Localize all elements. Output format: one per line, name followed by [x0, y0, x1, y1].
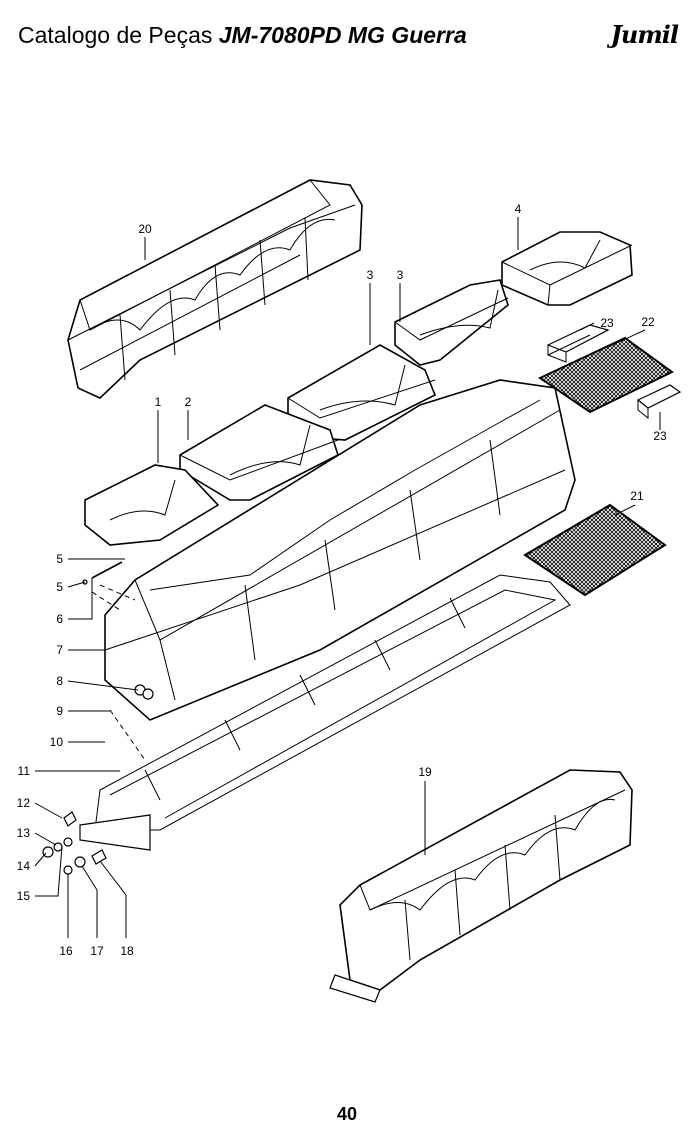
callout-20: 20 — [138, 222, 152, 236]
part-7-hopper-body — [104, 379, 576, 721]
part-22-screen — [537, 336, 674, 414]
callout-labels: 20 4 3 3 23 22 23 1 2 21 5 5 6 7 8 9 10 … — [17, 202, 667, 958]
callout-11: 11 — [18, 764, 31, 778]
callout-5b: 5 — [56, 580, 63, 594]
brand-logo: Jumil — [610, 20, 679, 49]
callout-18: 18 — [120, 944, 134, 958]
callout-13: 13 — [17, 826, 31, 840]
part-11-frame — [79, 574, 571, 851]
callout-5a: 5 — [56, 552, 63, 566]
hardware-nuts-8 — [109, 684, 154, 761]
hardware-pins-5-6 — [82, 561, 136, 611]
callout-4: 4 — [515, 202, 522, 216]
title-prefix: Catalogo de Peças — [18, 22, 219, 48]
callout-19: 19 — [418, 765, 432, 779]
page-header: Catalogo de Peças JM-7080PD MG Guerra Ju… — [18, 20, 679, 60]
part-19-hopper-assembly — [329, 769, 633, 1003]
part-23-bracket-top — [546, 324, 610, 363]
callout-14: 14 — [17, 859, 31, 873]
callout-21: 21 — [630, 489, 644, 503]
part-1-lid — [84, 464, 220, 546]
callout-2: 2 — [185, 395, 192, 409]
hardware-bolts-12-18 — [42, 811, 107, 875]
part-20-hopper-assembly — [67, 179, 363, 399]
callout-23a: 23 — [600, 316, 614, 330]
callout-9: 9 — [56, 704, 63, 718]
callout-3a: 3 — [367, 268, 374, 282]
title-model: JM-7080PD MG Guerra — [218, 22, 467, 48]
callout-12: 12 — [17, 796, 31, 810]
catalog-title: Catalogo de Peças JM-7080PD MG Guerra — [18, 20, 467, 50]
part-3-lid-rear — [394, 279, 509, 366]
part-21-screen — [523, 503, 667, 597]
callout-1: 1 — [155, 395, 162, 409]
part-4-lid — [501, 231, 633, 306]
callout-7: 7 — [56, 643, 63, 657]
callout-15: 15 — [17, 889, 31, 903]
page-number: 40 — [336, 1104, 358, 1124]
callout-23b: 23 — [653, 429, 667, 443]
leader-lines — [34, 217, 661, 938]
callout-16: 16 — [59, 944, 73, 958]
part-23-bracket-bottom — [636, 384, 682, 420]
callout-10: 10 — [50, 735, 64, 749]
callout-6: 6 — [56, 612, 63, 626]
callout-22: 22 — [641, 315, 655, 329]
callout-3b: 3 — [397, 268, 404, 282]
callout-8: 8 — [56, 674, 63, 688]
callout-17: 17 — [90, 944, 104, 958]
